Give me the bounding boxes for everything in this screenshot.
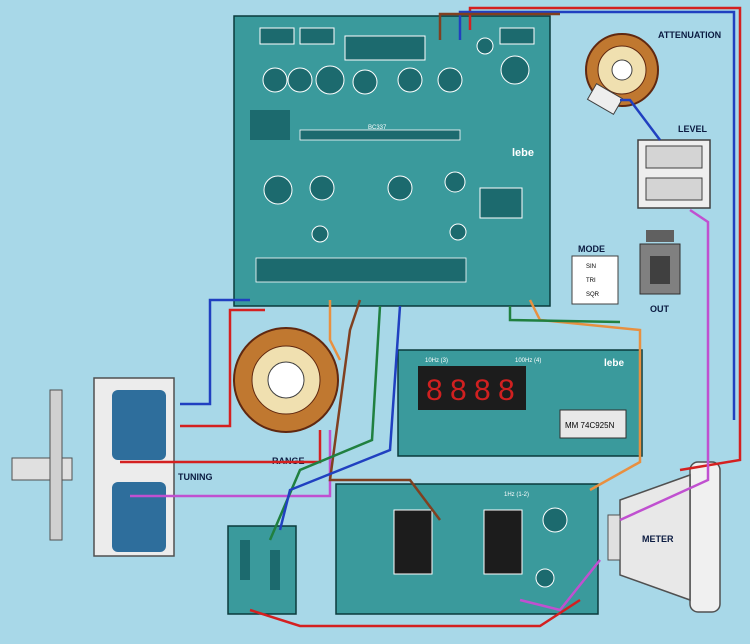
output-connector (639, 230, 681, 295)
main-bc-label: BC337 (368, 125, 387, 131)
counter-range1: 10Hz (3) (425, 358, 448, 364)
mode-opt-1: SIN (586, 264, 596, 270)
counter-pcb: 8 8 8 8 MM 74C925N 10Hz (3) 100Hz (4) le… (397, 349, 643, 457)
svg-text:8: 8 (426, 374, 443, 407)
counter-brand: lebe (604, 358, 624, 369)
meter-device (607, 461, 721, 613)
svg-text:8: 8 (474, 374, 491, 407)
label-level: LEVEL (678, 124, 708, 134)
wires (120, 6, 742, 628)
svg-text:8: 8 (450, 374, 467, 407)
main-pcb: BC337 lebe (233, 15, 551, 307)
label-attenuation: ATTENUATION (658, 30, 721, 40)
main-brand: lebe (512, 147, 534, 159)
counter-ic-label: MM 74C925N (565, 421, 615, 430)
svg-text:8: 8 (498, 374, 515, 407)
label-mode: MODE (578, 244, 605, 254)
counter-range2: 100Hz (4) (515, 358, 541, 364)
attenuation-pot (585, 33, 659, 115)
label-out: OUT (650, 304, 670, 314)
meter-pcb: 1Hz (1-2) (335, 483, 599, 615)
mode-opt-2: TRI (586, 278, 596, 284)
meter-freq-label: 1Hz (1-2) (504, 492, 529, 498)
label-tuning: TUNING (178, 472, 213, 482)
mode-opt-3: SQR (586, 292, 600, 298)
label-meter: METER (642, 534, 674, 544)
tuning-capacitor (11, 377, 175, 557)
mode-switch: SIN TRI SQR (571, 255, 619, 305)
range-pcb (227, 525, 297, 615)
level-switch (637, 139, 711, 209)
range-switch (233, 327, 339, 433)
